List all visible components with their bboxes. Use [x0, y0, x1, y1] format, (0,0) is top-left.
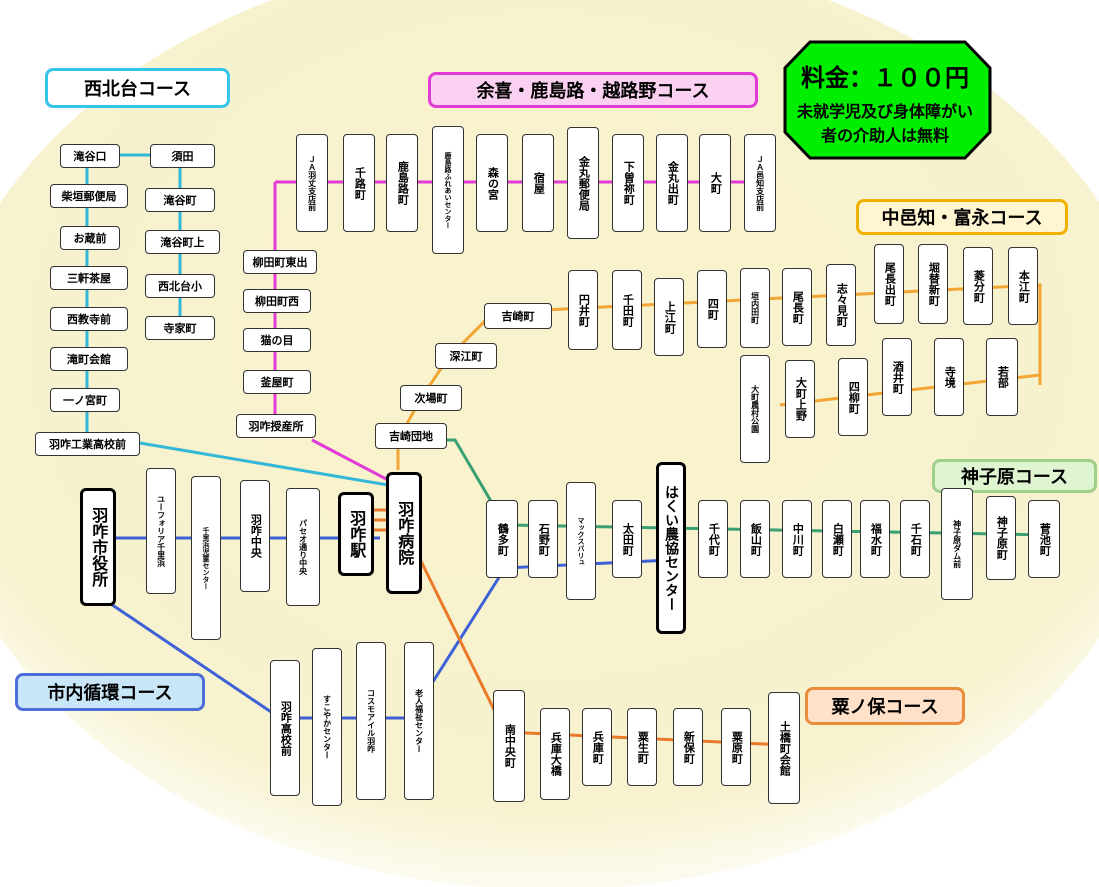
- course-label-kamikohara: 神子原コース: [932, 459, 1097, 493]
- stop-rojin-center[interactable]: 老人福祉センター: [404, 642, 434, 800]
- stop-osadeMachi[interactable]: 尾長出町: [874, 244, 904, 324]
- stop-nekonome[interactable]: 猫の目: [243, 328, 311, 352]
- stop-horimatsu-shinmachi[interactable]: 堀替新町: [918, 244, 948, 324]
- hub-hospital[interactable]: 羽咋病院: [386, 472, 422, 594]
- stop-kashimajimachi[interactable]: 鹿島路町: [386, 134, 418, 232]
- stop-teraiemachi[interactable]: 寺家町: [145, 316, 215, 340]
- stop-yanagidamachi-nishi[interactable]: 柳田町西: [243, 289, 311, 313]
- stop-shimosomyo[interactable]: 下曽祢町: [612, 134, 644, 232]
- stop-jusanjo[interactable]: 羽咋授産所: [236, 414, 316, 438]
- stop-kamiemachi[interactable]: 上江町: [654, 278, 684, 356]
- stop-hakui-hs[interactable]: 羽咋高校前: [270, 660, 300, 796]
- stop-senjimachi[interactable]: 千路町: [343, 134, 375, 232]
- stop-fukumizumachi[interactable]: 福水町: [860, 500, 890, 578]
- stop-omachi-koen[interactable]: 大町農村公園: [740, 355, 770, 463]
- stop-terasakai[interactable]: 寺境: [934, 338, 964, 416]
- stop-oosamachi[interactable]: 尾長町: [782, 268, 812, 346]
- stop-enimachi[interactable]: 円井町: [568, 270, 598, 350]
- fare-box-shape: [783, 40, 992, 160]
- stop-hishibunmachi[interactable]: 菱分町: [963, 247, 993, 325]
- stop-yonmachi[interactable]: 四町: [697, 270, 727, 348]
- stop-fukaemachi[interactable]: 深江町: [435, 343, 497, 369]
- stop-kuriharamachi[interactable]: 粟原町: [721, 708, 751, 786]
- course-label-shinai: 市内循環コース: [15, 673, 205, 711]
- stop-sakaimachi[interactable]: 酒井町: [882, 338, 912, 416]
- stop-ja-hagu[interactable]: ＪＡ羽丈支店前: [296, 134, 328, 232]
- stop-seihokudai-sho[interactable]: 西北台小: [145, 274, 215, 298]
- stop-saikyoji[interactable]: 西教寺前: [50, 307, 128, 331]
- stop-euphoria[interactable]: ユーフォリア千里浜: [146, 468, 176, 594]
- stop-sendamachi[interactable]: 千田町: [612, 270, 642, 350]
- stop-shinbomachi[interactable]: 新保町: [673, 708, 703, 786]
- course-label-yogo: 余喜・鹿島路・越路野コース: [428, 72, 758, 108]
- stop-shukuya[interactable]: 宿屋: [522, 134, 554, 232]
- stop-suda[interactable]: 須田: [150, 144, 215, 168]
- stop-tsugibamachi[interactable]: 次場町: [400, 385, 462, 411]
- stop-hakui-chuo[interactable]: 羽咋中央: [240, 480, 270, 592]
- stop-max-valu[interactable]: マックスバリュ: [566, 482, 596, 600]
- stop-ja-oguchi[interactable]: ＪＡ邑知支店前: [744, 134, 776, 232]
- stop-takiyaguchi[interactable]: 滝谷口: [60, 144, 120, 168]
- stop-kamikoharamachi[interactable]: 神子原町: [986, 496, 1016, 580]
- hub-nokyo-center[interactable]: はくい農協センター: [656, 462, 686, 634]
- stop-sugaikemachi[interactable]: 菅池町: [1028, 500, 1060, 578]
- stop-kanamaru-post[interactable]: 金丸郵便局: [567, 127, 599, 239]
- stop-sangenjaya[interactable]: 三軒茶屋: [50, 266, 128, 290]
- stop-takimachi-kaikan[interactable]: 滝町会館: [50, 347, 128, 371]
- stop-wakabe[interactable]: 若部: [986, 338, 1018, 416]
- stop-hongomachi[interactable]: 本江町: [1008, 247, 1038, 325]
- stop-shishimimachi[interactable]: 志々見町: [826, 264, 856, 346]
- stop-hyogomachi[interactable]: 兵庫町: [582, 708, 612, 786]
- stop-jidou-center[interactable]: 千里浜児童センター: [191, 476, 221, 640]
- course-label-nakaochi: 中邑知・富永コース: [856, 199, 1068, 235]
- stop-yanagidamachi-higashi[interactable]: 柳田町東出: [243, 250, 317, 274]
- stop-hyogo-ohashi[interactable]: 兵庫大橋: [540, 708, 570, 800]
- fare-box: 料金：１００円 未就学児及び身体障がい 者の介助人は無料: [785, 38, 985, 156]
- stop-chiyomachi[interactable]: 千代町: [698, 500, 728, 578]
- stop-iiyamamachi[interactable]: 飯山町: [740, 500, 770, 578]
- stop-tsurutamachi[interactable]: 鶴多町: [486, 500, 518, 578]
- stop-morinomiya[interactable]: 森の宮: [476, 134, 508, 232]
- hub-city-hall[interactable]: 羽咋市役所: [80, 488, 116, 606]
- stop-okurasaki[interactable]: お蔵前: [60, 226, 120, 250]
- stop-omachi[interactable]: 大町: [699, 134, 731, 232]
- hub-station[interactable]: 羽咋駅: [338, 492, 374, 576]
- stop-sukoyaka[interactable]: すこやかセンター: [312, 648, 342, 806]
- stop-chikokumachi[interactable]: 千石町: [900, 500, 930, 578]
- stop-shirasemachi[interactable]: 白瀬町: [822, 500, 852, 578]
- course-label-seihokudai: 西北台コース: [45, 68, 230, 108]
- stop-awaomachi[interactable]: 粟生町: [627, 708, 657, 786]
- stop-kanamaru-dechi[interactable]: 金丸出町: [656, 134, 688, 232]
- fare-main: 料金：１００円: [801, 64, 969, 92]
- stop-minami-chuo[interactable]: 南中央町: [493, 690, 525, 802]
- stop-yoshizaki-danchi[interactable]: 吉崎団地: [375, 423, 447, 449]
- stop-kashimaji-fureai[interactable]: 鹿島路ふれあいセンター: [432, 126, 464, 254]
- fare-note-line2: 者の介助人は無料: [820, 126, 949, 145]
- stop-dobashi-kaikan[interactable]: 土橋町会館: [768, 692, 800, 804]
- fare-note-line1: 未就学児及び身体障がい: [796, 102, 973, 121]
- stop-ishinomachi[interactable]: 石野町: [528, 500, 558, 578]
- stop-otamachi[interactable]: 太田町: [612, 500, 642, 578]
- stop-yoshizakimachi[interactable]: 吉崎町: [484, 303, 552, 329]
- stop-kamikohara-dam[interactable]: 神子原ダム前: [941, 488, 973, 600]
- stop-kamayamachi[interactable]: 釜屋町: [243, 370, 311, 394]
- stop-shibagaki-post[interactable]: 柴垣郵便局: [50, 184, 128, 208]
- course-label-kurinoho: 粟ノ保コース: [805, 687, 965, 725]
- stop-kakiuchidamachi[interactable]: 垣内田町: [740, 268, 770, 348]
- stop-yonyanagimachi[interactable]: 四柳町: [838, 358, 868, 436]
- stop-nakagawamachi[interactable]: 中川町: [782, 500, 812, 578]
- stop-takiyamachi-kami[interactable]: 滝谷町上: [145, 230, 220, 254]
- stop-omachi-kamino[interactable]: 大町上野: [785, 360, 815, 438]
- stop-industrial-hs[interactable]: 羽咋工業高校前: [35, 432, 140, 456]
- stop-cosmo-isle[interactable]: コスモアイル羽咋: [356, 642, 386, 800]
- stop-ichinomiya[interactable]: 一ノ宮町: [50, 388, 120, 412]
- stop-takiyamachi[interactable]: 滝谷町: [145, 188, 215, 212]
- stop-paseo[interactable]: パセオ通り中央: [286, 488, 320, 606]
